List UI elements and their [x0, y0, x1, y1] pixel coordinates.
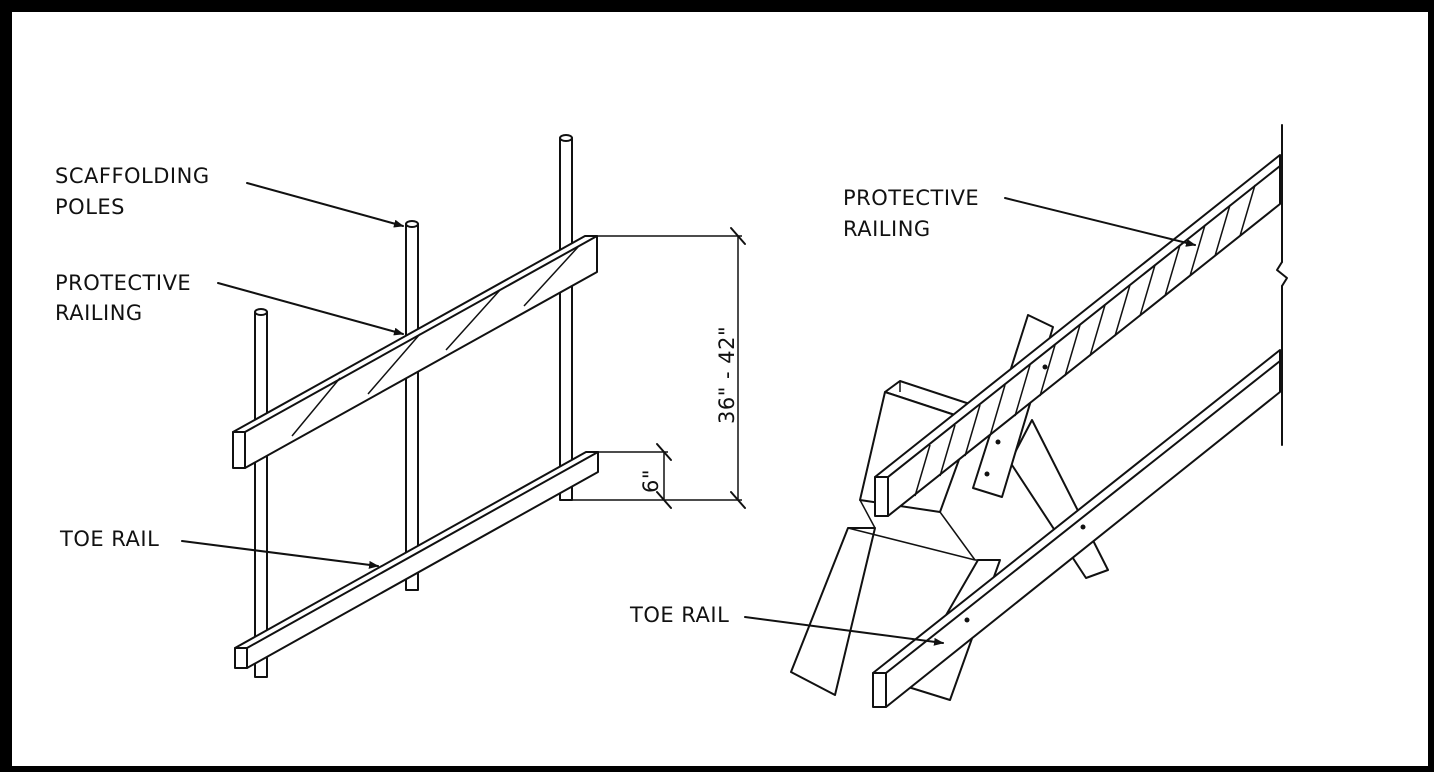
leader-toe-rail-right — [744, 616, 944, 646]
label-railing-right-line1: PROTECTIVE — [843, 186, 979, 210]
scaffolding-pole-middle — [405, 220, 419, 591]
wall-edge — [1276, 124, 1288, 446]
dimension-label-36-42: 36" - 42" — [715, 326, 739, 424]
leader-protective-railing-right — [1004, 197, 1196, 247]
dimension-label-6: 6" — [639, 469, 663, 493]
toe-rail-board-right — [872, 349, 1281, 708]
leader-scaffolding-poles — [246, 182, 404, 228]
label-scaffolding-line2: POLES — [55, 195, 125, 219]
label-railing-right-line2: RAILING — [843, 217, 931, 241]
label-railing-left-line1: PROTECTIVE — [55, 271, 191, 295]
dimension-toe-rail-height — [598, 443, 672, 509]
scaffolding-pole-left — [254, 308, 268, 678]
left-figure: SCAFFOLDING POLES PROTECTIVE RAILING TOE… — [55, 134, 746, 678]
protective-railing-board-right — [874, 154, 1281, 517]
label-toe-rail-left: TOE RAIL — [59, 527, 159, 551]
protective-railing-board — [232, 235, 598, 469]
leader-protective-railing-left — [217, 282, 404, 336]
toe-rail-board — [234, 451, 599, 669]
scaffolding-pole-right — [559, 134, 573, 501]
leader-toe-rail-left — [181, 540, 379, 569]
label-scaffolding-line1: SCAFFOLDING — [55, 164, 210, 188]
right-figure: PROTECTIVE RAILING TOE RAIL — [629, 124, 1288, 708]
label-railing-left-line2: RAILING — [55, 301, 143, 325]
label-toe-rail-right: TOE RAIL — [629, 603, 729, 627]
dimension-railing-height — [572, 227, 746, 509]
